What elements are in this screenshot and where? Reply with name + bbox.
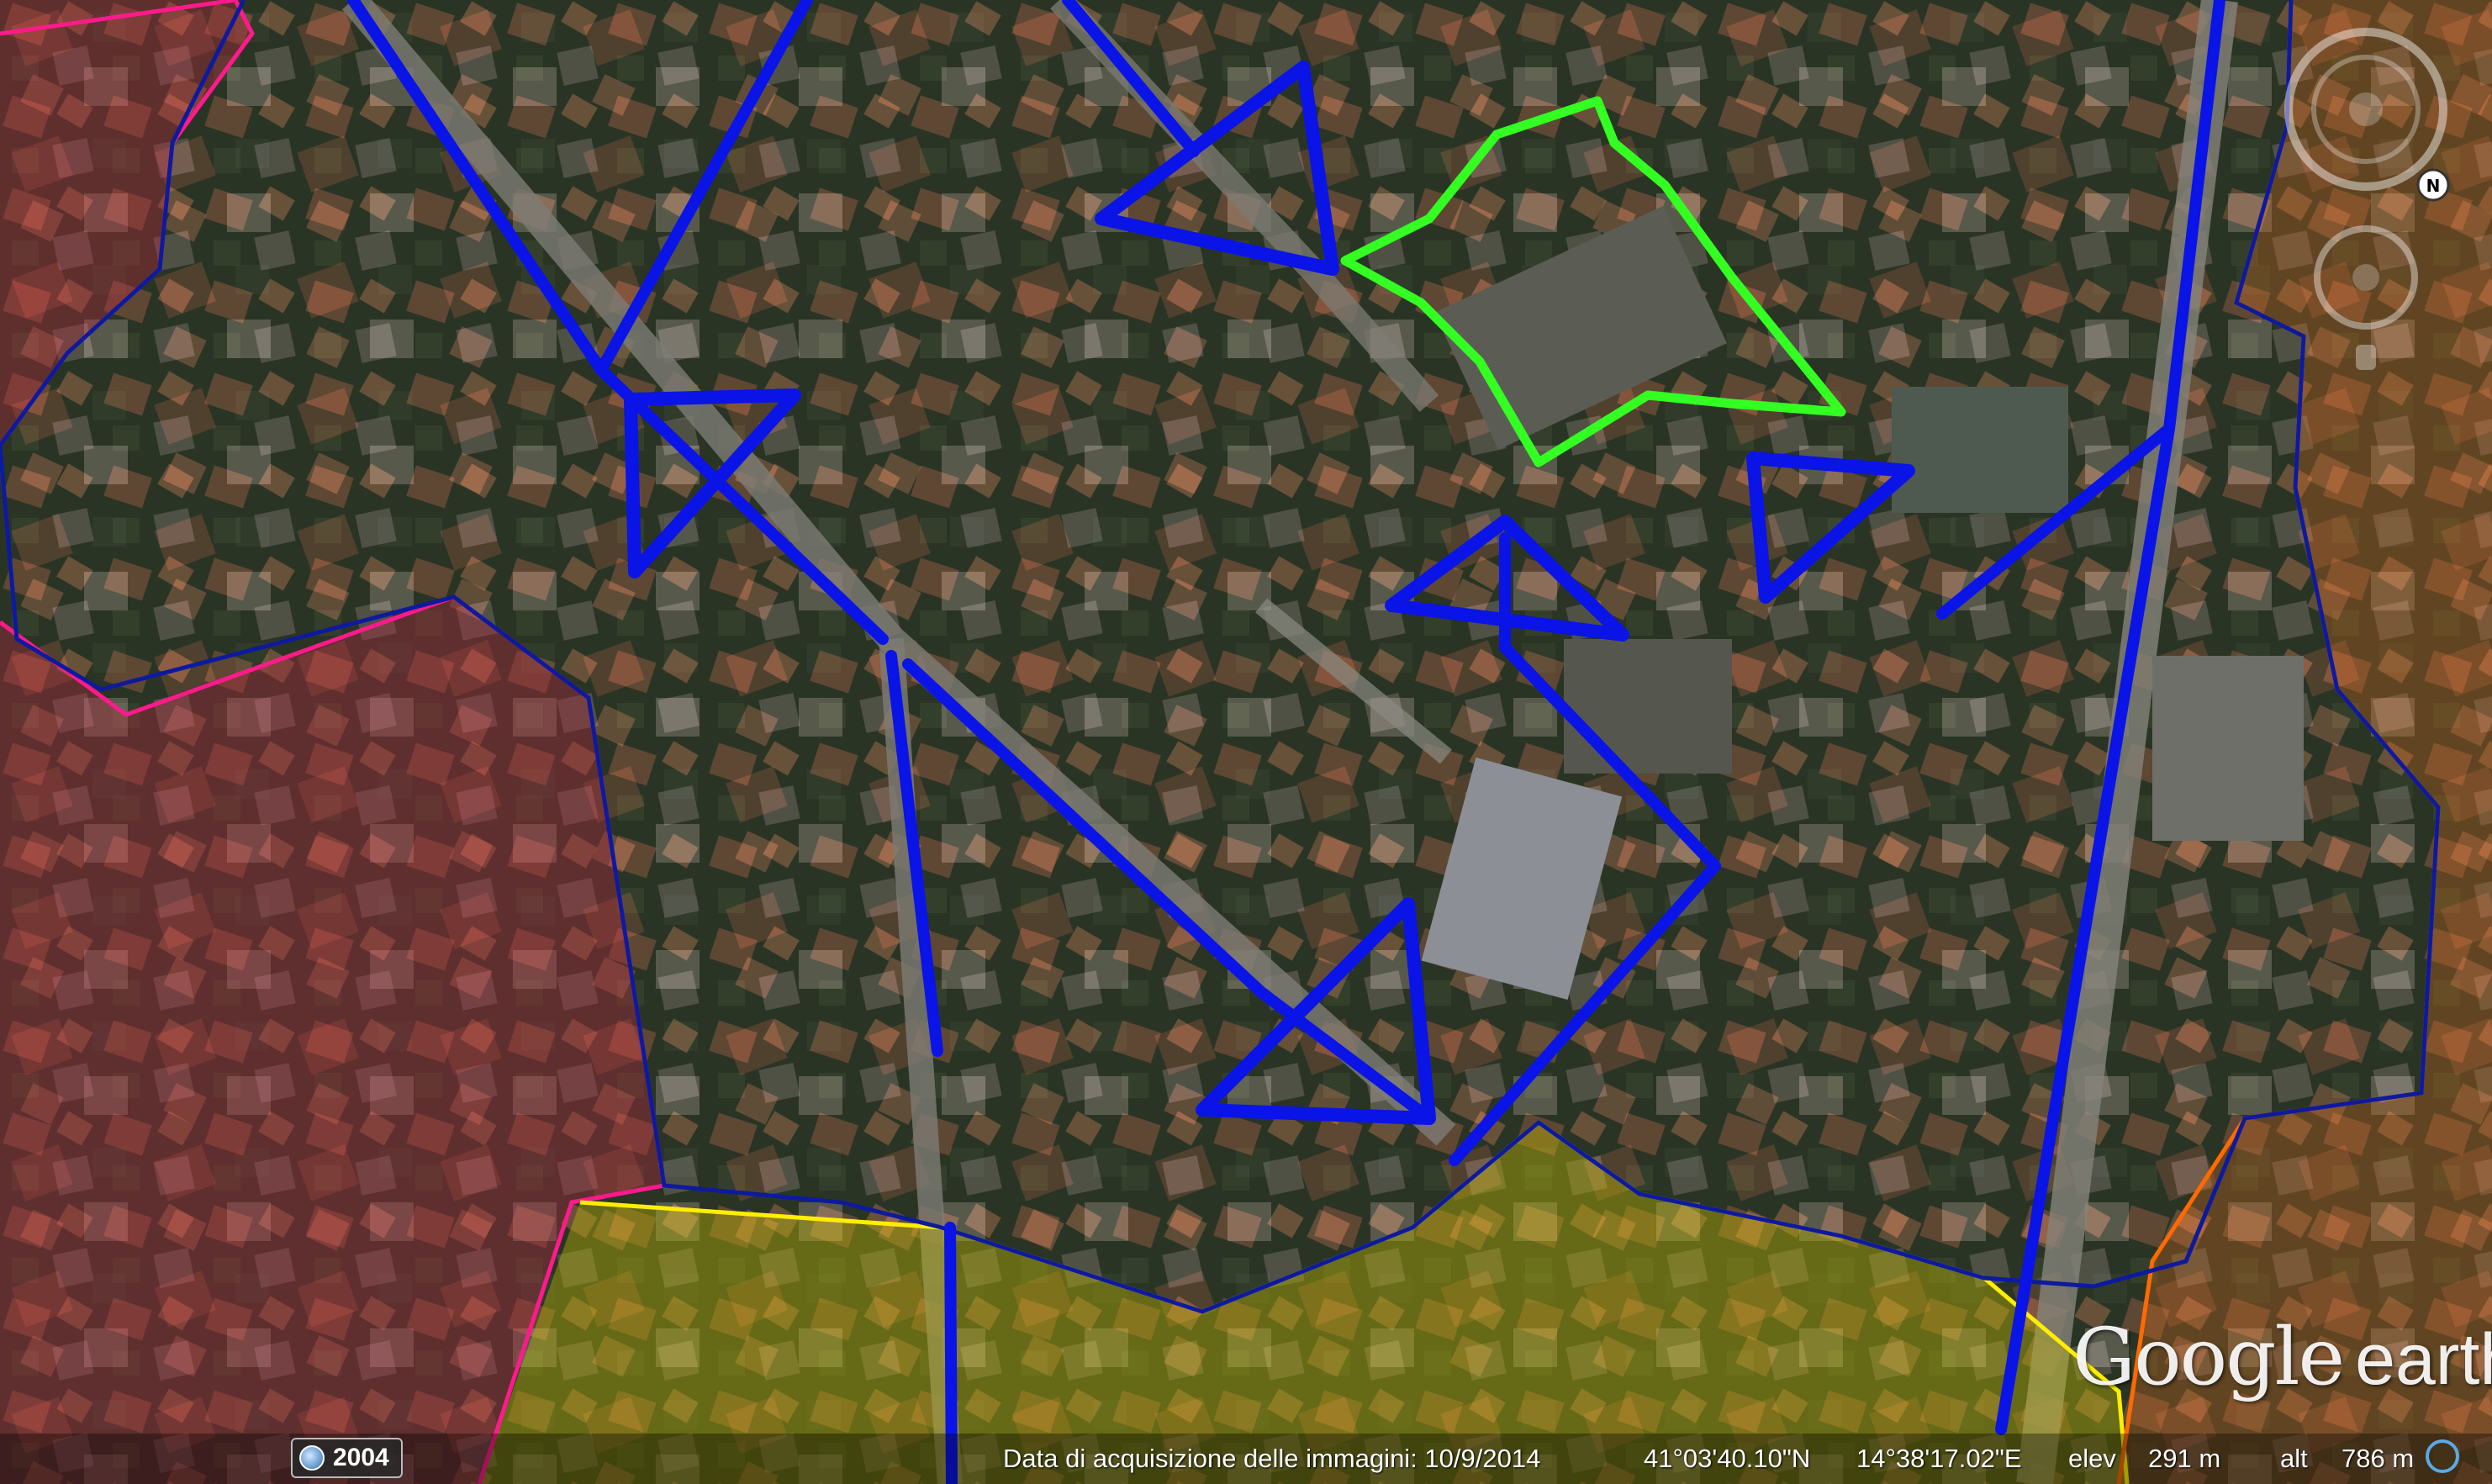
compass-ring-icon[interactable]: N (2265, 17, 2467, 370)
elevation-value: 291 m (2148, 1444, 2221, 1473)
route-line (347, 0, 813, 376)
route-line (1062, 0, 1200, 157)
svg-text:N: N (2426, 176, 2441, 196)
streaming-status-icon (2426, 1439, 2459, 1473)
direction-arrow (1095, 61, 1339, 276)
route-line (944, 1222, 958, 1484)
direction-arrow (1196, 897, 1436, 1125)
logo-main: Google (2072, 1312, 2345, 1403)
historical-imagery-button[interactable]: 2004 (291, 1438, 403, 1478)
yellow-zone-boundary (579, 1119, 2130, 1484)
green-area-outline (1340, 96, 1846, 467)
altitude-value: 786 m (2342, 1444, 2415, 1473)
district-boundary (0, 0, 2441, 1314)
route-line (1449, 532, 1721, 1166)
longitude-readout: 14°38'17.02"E (1856, 1444, 2022, 1473)
route-line (1936, 0, 2225, 620)
direction-arrow (1746, 452, 1915, 604)
route-line (1995, 423, 2175, 1435)
route-line (902, 658, 1435, 1124)
google-earth-logo: Googleearth (2072, 1312, 2492, 1403)
direction-arrow (624, 388, 801, 578)
magenta-zone-boundary (0, 0, 255, 447)
altitude-label: alt (2280, 1444, 2308, 1473)
direction-arrow (1385, 515, 1629, 642)
elevation-label: elev (2068, 1444, 2116, 1473)
logo-sub: earth (2355, 1319, 2492, 1400)
route-line (885, 650, 943, 1057)
magenta-zone-boundary-south (0, 594, 667, 1484)
clock-history-icon (299, 1445, 325, 1471)
status-bar: Data di acquisizione delle immagini: 10/… (0, 1434, 2492, 1484)
acquisition-date: Data di acquisizione delle immagini: 10/… (1003, 1444, 1541, 1473)
route-line (595, 364, 889, 645)
latitude-readout: 41°03'40.10"N (1644, 1444, 1811, 1473)
history-year: 2004 (333, 1444, 389, 1471)
north-indicator-icon[interactable]: N (2416, 168, 2450, 202)
